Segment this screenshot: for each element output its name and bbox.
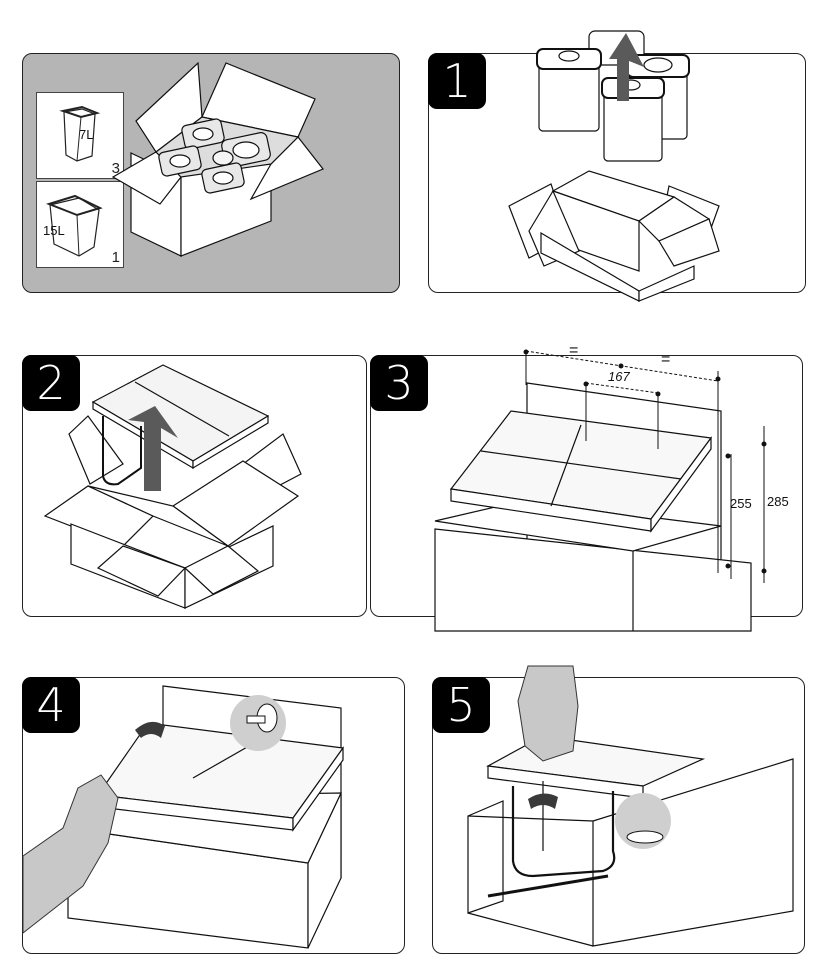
open-box-with-bins-illustration xyxy=(23,54,401,294)
volume-label: 7L xyxy=(79,127,94,142)
dimension-height-255: 255 xyxy=(730,496,752,511)
dimension-hole-spacing: 167 xyxy=(608,369,630,384)
step-2-panel: 2 xyxy=(22,355,367,617)
step-1-illustration xyxy=(429,1,807,241)
quantity-label: 1 xyxy=(111,249,120,266)
bin-15l-icon xyxy=(37,182,125,269)
volume-label: 15L xyxy=(43,223,65,238)
dimension-height-285: 285 xyxy=(767,494,789,509)
dimension-equal-left: = xyxy=(569,342,579,359)
step-4-illustration xyxy=(23,678,406,955)
gloved-hand-icon xyxy=(518,666,578,761)
contents-panel: 7L 3 15L 1 xyxy=(22,53,400,293)
step-number-badge: 5 xyxy=(432,677,490,733)
step-number-badge: 1 xyxy=(428,53,486,109)
step-number-badge: 2 xyxy=(22,355,80,411)
step-5-panel: 5 xyxy=(432,677,805,954)
step-number-badge: 3 xyxy=(370,355,428,411)
contents-item-7l: 7L 3 xyxy=(36,92,124,179)
gloved-hand-icon xyxy=(23,775,118,933)
step-3-panel: 3 = = 167 255 285 xyxy=(370,342,803,617)
rotate-arrow-icon xyxy=(135,721,165,738)
bin-7l-icon xyxy=(37,93,125,180)
up-arrow-icon xyxy=(609,33,644,101)
step-2-illustration xyxy=(23,356,368,618)
up-arrow-icon xyxy=(128,406,178,491)
step-5-illustration xyxy=(433,651,806,928)
contents-item-15l: 15L 1 xyxy=(36,181,124,268)
step-4-panel: 4 xyxy=(22,677,405,954)
quantity-label: 3 xyxy=(111,160,120,177)
step-number-badge: 4 xyxy=(22,677,80,733)
dimension-equal-right: = xyxy=(661,351,671,368)
step-3-illustration xyxy=(371,341,804,603)
step-1-panel: 1 xyxy=(428,53,806,293)
rotate-arrow-icon xyxy=(528,793,558,809)
